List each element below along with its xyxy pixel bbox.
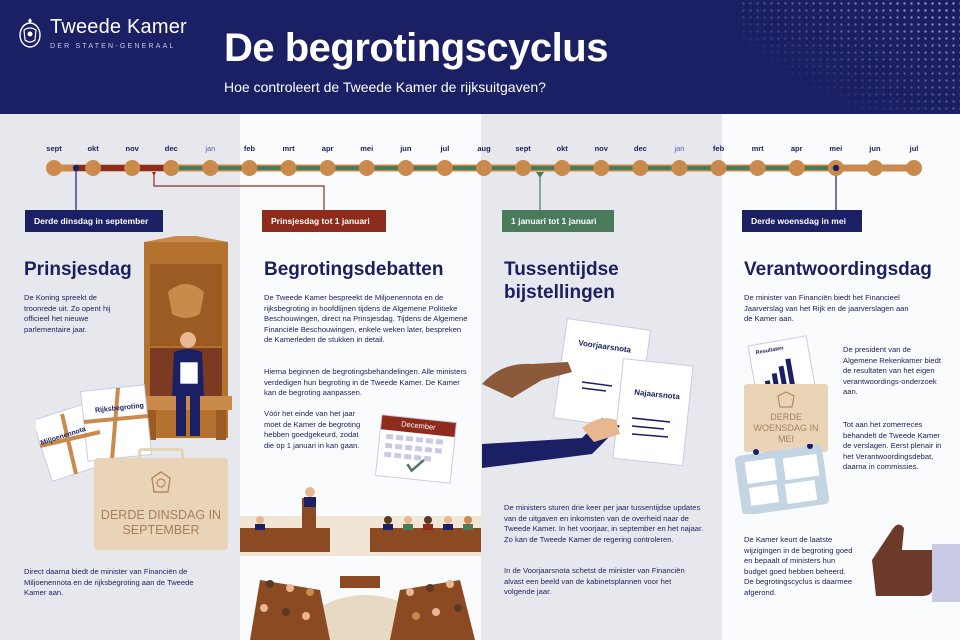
text-bijstellingen-2: In de Voorjaarsnota schetst de minister … — [504, 566, 685, 597]
timeline-dot — [632, 160, 649, 176]
crest-icon — [19, 18, 41, 48]
timeline-dot — [85, 160, 102, 176]
page-title: De begrotingscyclus — [224, 26, 608, 70]
timeline-dot — [749, 160, 766, 176]
text-begrotingsdebatten-1: De Tweede Kamer bespreekt de Miljoenenno… — [264, 293, 468, 345]
timeline-dot — [124, 160, 141, 176]
timeline-dot — [436, 160, 453, 176]
timeline-month: aug — [477, 144, 491, 153]
timeline-dot — [788, 160, 805, 176]
text-bijstellingen-1: De ministers sturen drie keer per jaar t… — [504, 503, 704, 544]
badge-prinsjesdag: Derde dinsdag in september — [25, 210, 163, 232]
timeline-dot — [358, 160, 375, 176]
timeline-month: jun — [400, 144, 412, 153]
text-prinsjesdag-1: De Koning spreekt de troonrede uit. Zo o… — [24, 293, 111, 334]
heading-verantwoordingsdag: Verantwoordingsdag — [744, 259, 932, 280]
timeline-dot — [906, 160, 922, 176]
timeline-month: dec — [633, 144, 647, 153]
timeline-month: jan — [205, 144, 216, 153]
timeline-month: mei — [360, 144, 374, 153]
text-verantwoordingsdag-3: Tot aan het zomerreces behandelt de Twee… — [843, 420, 942, 472]
timeline-marker — [832, 164, 840, 172]
heading-begrotingsdebatten: Begrotingsdebatten — [264, 259, 444, 280]
timeline-month: mrt — [282, 144, 295, 153]
crest-icon — [151, 471, 171, 493]
timeline-dot — [202, 160, 219, 176]
timeline-month: jul — [909, 144, 919, 153]
timeline-dot — [280, 160, 297, 176]
timeline-month: nov — [125, 144, 139, 153]
timeline-month: jan — [674, 144, 685, 153]
text-begrotingsdebatten-2: Hierna beginnen de begrotingsbehandeling… — [264, 367, 467, 398]
documents-illustration — [36, 384, 153, 483]
nota-illustration — [482, 318, 694, 468]
calendar-illustration: December — [374, 414, 458, 484]
briefcase-prinsjesdag: DERDE DINSDAG IN SEPTEMBER — [94, 448, 228, 550]
badge-verantwoordingsdag: Derde woensdag in mei — [742, 210, 862, 232]
parliament-illustration — [240, 487, 481, 640]
heading-prinsjesdag: Prinsjesdag — [24, 259, 132, 280]
timeline-dot — [397, 160, 414, 176]
timeline-month: sept — [46, 144, 62, 153]
timeline-month: okt — [556, 144, 568, 153]
timeline-month: dec — [164, 144, 178, 153]
text-begrotingsdebatten-3: Vóór het einde van het jaar moet de Kame… — [264, 409, 361, 450]
text-verantwoordingsdag-4: De Kamer keurt de laatste wijzigingen in… — [744, 535, 853, 597]
timeline-dot — [476, 160, 492, 176]
timeline-month: sept — [515, 144, 531, 153]
header-banner: Tweede Kamer DER STATEN-GENERAAL De begr… — [0, 0, 960, 114]
timeline-dot — [515, 160, 532, 176]
timeline-month: apr — [321, 144, 334, 153]
timeline-dot — [46, 160, 62, 176]
timeline-month: feb — [243, 144, 256, 153]
timeline-month: nov — [594, 144, 608, 153]
timeline-dot — [671, 160, 688, 176]
timeline-graphic — [46, 160, 922, 210]
timeline-marker — [72, 164, 80, 172]
timeline-month: mei — [829, 144, 843, 153]
thumbs-up-icon — [872, 524, 960, 602]
timeline-month: jun — [869, 144, 881, 153]
timeline-dot — [710, 160, 727, 176]
dot-pattern — [740, 0, 960, 114]
text-verantwoordingsdag-1: De minister van Financiën biedt het Fina… — [744, 293, 909, 324]
logo: Tweede Kamer DER STATEN-GENERAAL — [18, 16, 187, 50]
timeline-dot — [163, 160, 180, 176]
timeline-dot — [593, 160, 610, 176]
open-briefcase-illustration — [734, 444, 830, 514]
timeline-dot — [554, 160, 571, 176]
badge-bijstellingen: 1 januari tot 1 januari — [502, 210, 614, 232]
timeline-month: okt — [87, 144, 99, 153]
timeline-dot — [319, 160, 336, 176]
timeline-month: feb — [712, 144, 725, 153]
briefcase-text: DERDE WOENSDAG IN MEI — [753, 412, 819, 444]
throne-illustration — [140, 236, 232, 440]
calendar-grid — [384, 433, 444, 473]
text-prinsjesdag-2: Direct daarna biedt de minister van Fina… — [24, 567, 194, 598]
text-verantwoordingsdag-2: De president van de Algemene Rekenkamer … — [843, 345, 941, 397]
page-subtitle: Hoe controleert de Tweede Kamer de rijks… — [224, 79, 546, 95]
timeline: sept okt nov dec jan feb mrt apr mei jun jul aug sep… — [0, 114, 960, 234]
timeline-dot — [866, 160, 883, 176]
briefcase-verantwoordingsdag: DERDE WOENSDAG IN MEI — [744, 384, 828, 452]
badge-begrotingsdebatten: Prinsjesdag tot 1 januari — [262, 210, 386, 232]
timeline-month: apr — [790, 144, 803, 153]
timeline-month: jul — [440, 144, 450, 153]
timeline-month: mrt — [751, 144, 764, 153]
timeline-dot — [241, 160, 258, 176]
logo-name: Tweede Kamer — [50, 16, 187, 38]
crest-icon — [777, 391, 795, 408]
briefcase-text: DERDE DINSDAG IN SEPTEMBER — [100, 508, 222, 537]
heading-bijstellingen: Tussentijdse bijstellingen — [504, 259, 619, 303]
logo-subtitle: DER STATEN-GENERAAL — [50, 43, 176, 50]
